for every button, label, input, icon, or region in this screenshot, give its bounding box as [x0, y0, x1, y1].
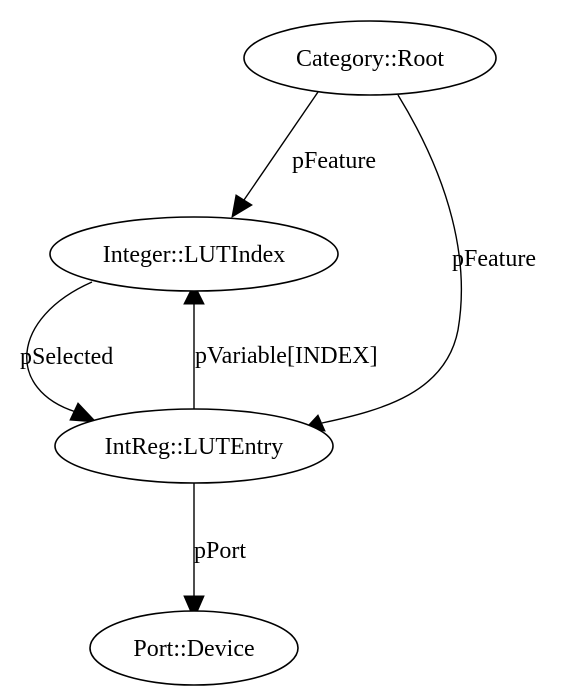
node-label-integer-lutindex: Integer::LUTIndex	[103, 242, 286, 268]
edge-lutentry-to-lutindex: pVariable[INDEX]	[183, 282, 378, 410]
node-port-device[interactable]: Port::Device	[89, 610, 299, 686]
node-label-category-root: Category::Root	[296, 46, 444, 72]
edge-label-lutentry-to-port: pPort	[194, 538, 246, 564]
node-integer-lutindex[interactable]: Integer::LUTIndex	[49, 216, 339, 292]
edge-root-to-lutentry: pFeature	[304, 94, 536, 432]
edge-label-lutindex-to-lutentry: pSelected	[20, 344, 113, 370]
node-label-port-device: Port::Device	[133, 636, 254, 662]
edge-lutindex-to-lutentry: pSelected	[20, 281, 113, 423]
edge-root-to-lutindex: pFeature	[231, 91, 376, 218]
node-label-intreg-lutentry: IntReg::LUTEntry	[105, 434, 284, 460]
edge-label-root-to-lutindex: pFeature	[292, 148, 376, 174]
edge-label-root-to-lutentry: pFeature	[452, 246, 536, 272]
node-intreg-lutentry[interactable]: IntReg::LUTEntry	[54, 408, 334, 484]
node-category-root[interactable]: Category::Root	[243, 20, 497, 96]
edge-lutentry-to-port: pPort	[183, 478, 246, 621]
edge-label-lutentry-to-lutindex: pVariable[INDEX]	[195, 343, 378, 369]
